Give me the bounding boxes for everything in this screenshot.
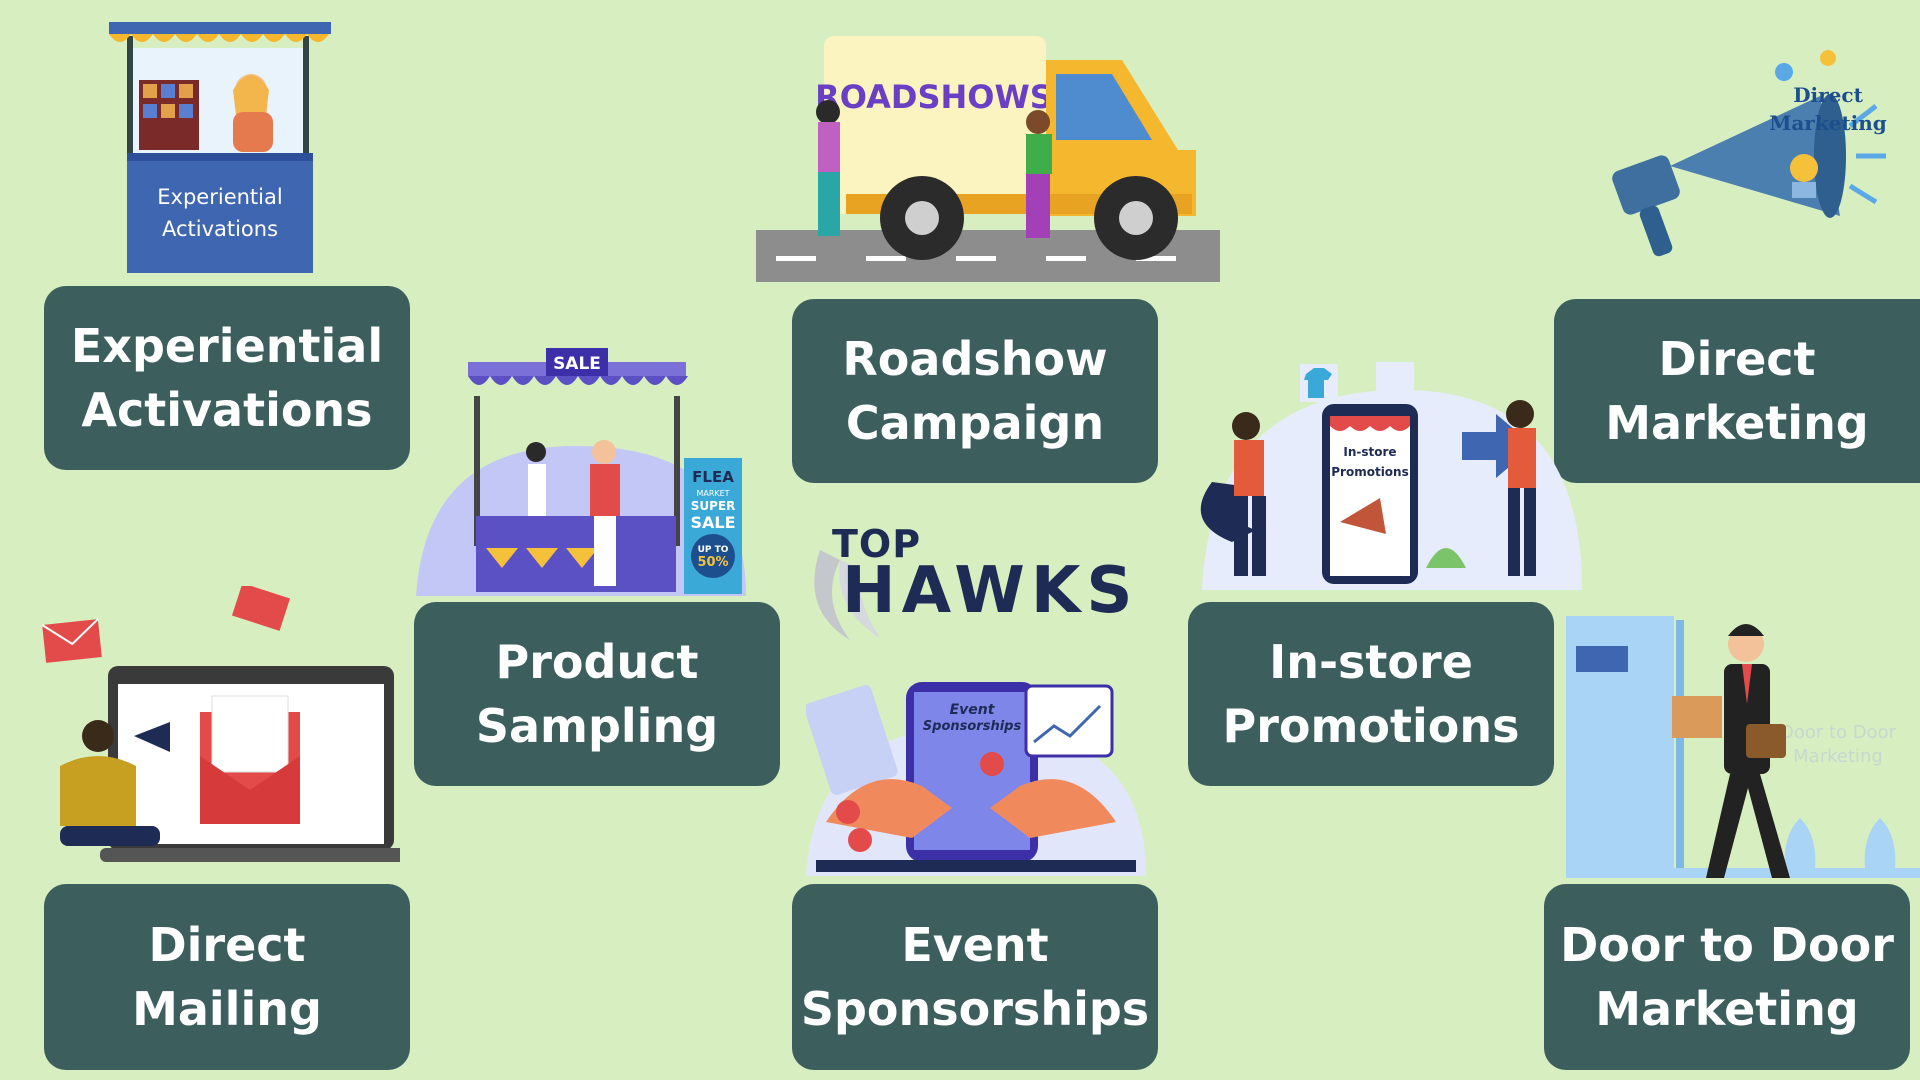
card-label-line2: Promotions [1222,699,1520,753]
card-label-line1: Roadshow [842,332,1108,386]
card-label-line2: Activations [81,383,373,437]
flea-badge-line1: UP TO [698,545,729,555]
event-sign-line1: Event [950,702,996,718]
direct-marketing-megaphone-illustration: Direct Marketing [1612,50,1887,257]
card-label-line1: Direct [148,918,306,972]
card-label-line2: Sponsorships [800,982,1150,1036]
flea-sign-line1: FLEA [692,468,734,486]
booth-sign-line2: Activations [162,217,278,241]
flea-sign-line4: SALE [690,513,735,532]
card-label-line1: Product [495,635,699,689]
door-watermark-line1: Door to Door [1780,722,1897,743]
logo-main-text: HAWKS [842,554,1139,628]
roadshow-truck-illustration: ROADSHOWS [756,36,1220,282]
card-label-line2: Sampling [475,699,719,753]
stall-awning-sign: SALE [553,354,601,374]
product-sampling-stall-illustration: SALE FLEA MARKET SUPER SALE UP TO 50% [416,348,746,596]
card-label-line1: Experiential [70,319,384,373]
card-label-line1: In-store [1269,635,1473,689]
event-sponsorships-illustration: Event Sponsorships [806,682,1146,876]
door-watermark-line2: Marketing [1793,746,1883,767]
card-label-line2: Marketing [1595,982,1859,1036]
card-direct-marketing: Direct Marketing [1554,299,1920,483]
instore-sign-line1: In-store [1343,445,1396,459]
logo-top-text: TOP [832,522,922,566]
truck-sign: ROADSHOWS [815,78,1053,116]
flea-badge-line2: 50% [697,555,728,570]
megaphone-sign-line2: Marketing [1769,111,1887,135]
instore-sign-line2: Promotions [1331,465,1408,479]
booth-sign-line1: Experiential [157,185,282,209]
card-label-line1: Direct [1658,332,1816,386]
flea-sign-line3: SUPER [691,499,736,513]
card-label-line1: Door to Door [1560,918,1894,972]
card-label-line1: Event [901,918,1049,972]
card-experiential-activations: Experiential Activations [44,286,410,470]
card-direct-mailing: Direct Mailing [44,884,410,1070]
card-event-sponsorships: Event Sponsorships [792,884,1158,1070]
card-label-line2: Mailing [132,982,322,1036]
instore-promotions-illustration: In-store Promotions [1200,362,1582,590]
card-roadshow-campaign: Roadshow Campaign [792,299,1158,483]
hawk-wing-logo-mark [814,550,880,640]
door-to-door-illustration: Door to Door Marketing [1566,616,1920,878]
card-label-line2: Campaign [845,396,1105,450]
event-sign-line2: Sponsorships [923,719,1022,734]
direct-mailing-laptop-illustration [41,586,400,862]
megaphone-sign-line1: Direct [1793,83,1863,107]
flea-sign-line2: MARKET [696,489,729,498]
card-instore-promotions: In-store Promotions [1188,602,1554,786]
card-door-to-door-marketing: Door to Door Marketing [1544,884,1910,1070]
card-product-sampling: Product Sampling [414,602,780,786]
card-label-line2: Marketing [1605,396,1869,450]
experiential-booth-illustration: Experiential Activations [109,22,331,273]
